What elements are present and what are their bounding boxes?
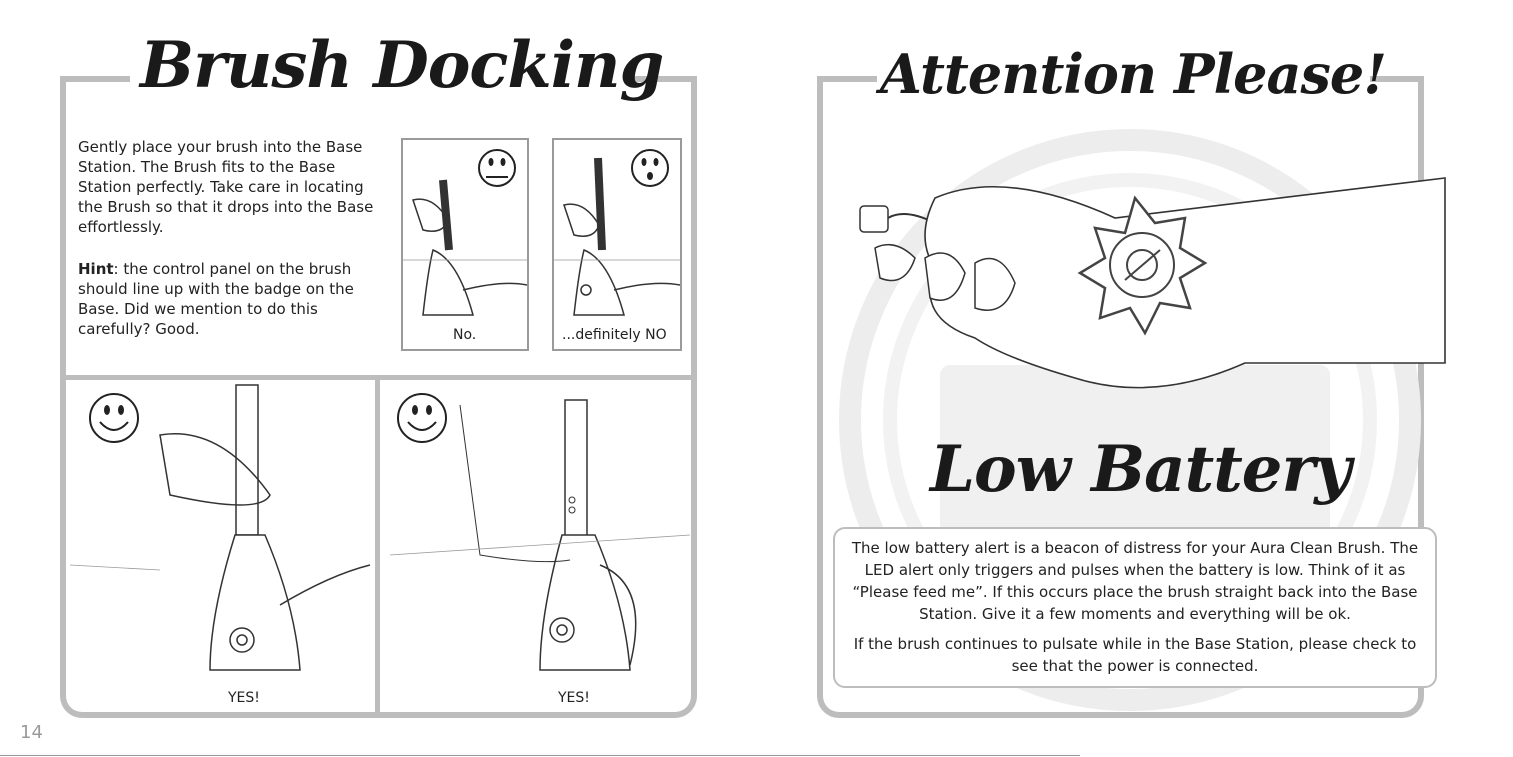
right-frame [817, 76, 1424, 718]
right-frame-top-right [1370, 76, 1424, 82]
intro-paragraph: Gently place your brush into the Base St… [78, 137, 378, 237]
hand-holding-brush-illustration [859, 177, 1446, 389]
panel-no-caption: No. [453, 327, 477, 343]
smiley-face-icon [397, 393, 447, 443]
brush-docked-illustration-2 [389, 399, 691, 671]
hint-paragraph: Hint: the control panel on the brush sho… [78, 259, 368, 339]
panel-no: No. [401, 138, 529, 351]
smiley-face-icon [89, 393, 139, 443]
brush-docking-illustration-1 [69, 384, 371, 671]
page-number: 14 [20, 722, 43, 743]
vertical-divider [375, 375, 380, 718]
hint-text: : the control panel on the brush should … [78, 260, 354, 338]
right-frame-top-left [817, 76, 877, 82]
panel-definitely-no: ...definitely NO [552, 138, 682, 351]
low-battery-info-box: The low battery alert is a beacon of dis… [833, 527, 1437, 688]
right-page-title: Attention Please! [880, 42, 1387, 106]
right-page-subtitle: Low Battery [930, 432, 1351, 507]
bottom-rule [0, 755, 1080, 756]
shocked-face-icon [631, 149, 669, 187]
battery-rings-background [839, 129, 1421, 711]
intro-text: Gently place your brush into the Base St… [78, 138, 374, 236]
neutral-face-icon [478, 149, 516, 187]
hint-label: Hint [78, 260, 114, 278]
left-frame-top-left [60, 76, 130, 82]
left-page-title: Brush Docking [140, 28, 664, 103]
brush-misaligned-illustration [554, 157, 681, 316]
info-paragraph-2: If the brush continues to pulsate while … [853, 635, 1417, 675]
panel-yes-1-caption: YES! [228, 690, 260, 706]
panel-yes-2-caption: YES! [558, 690, 590, 706]
info-paragraph-1: The low battery alert is a beacon of dis… [851, 539, 1419, 623]
panel-definitely-no-caption: ...definitely NO [562, 327, 667, 343]
brush-in-hand-illustration [403, 179, 528, 316]
left-frame-top-right [625, 76, 697, 82]
